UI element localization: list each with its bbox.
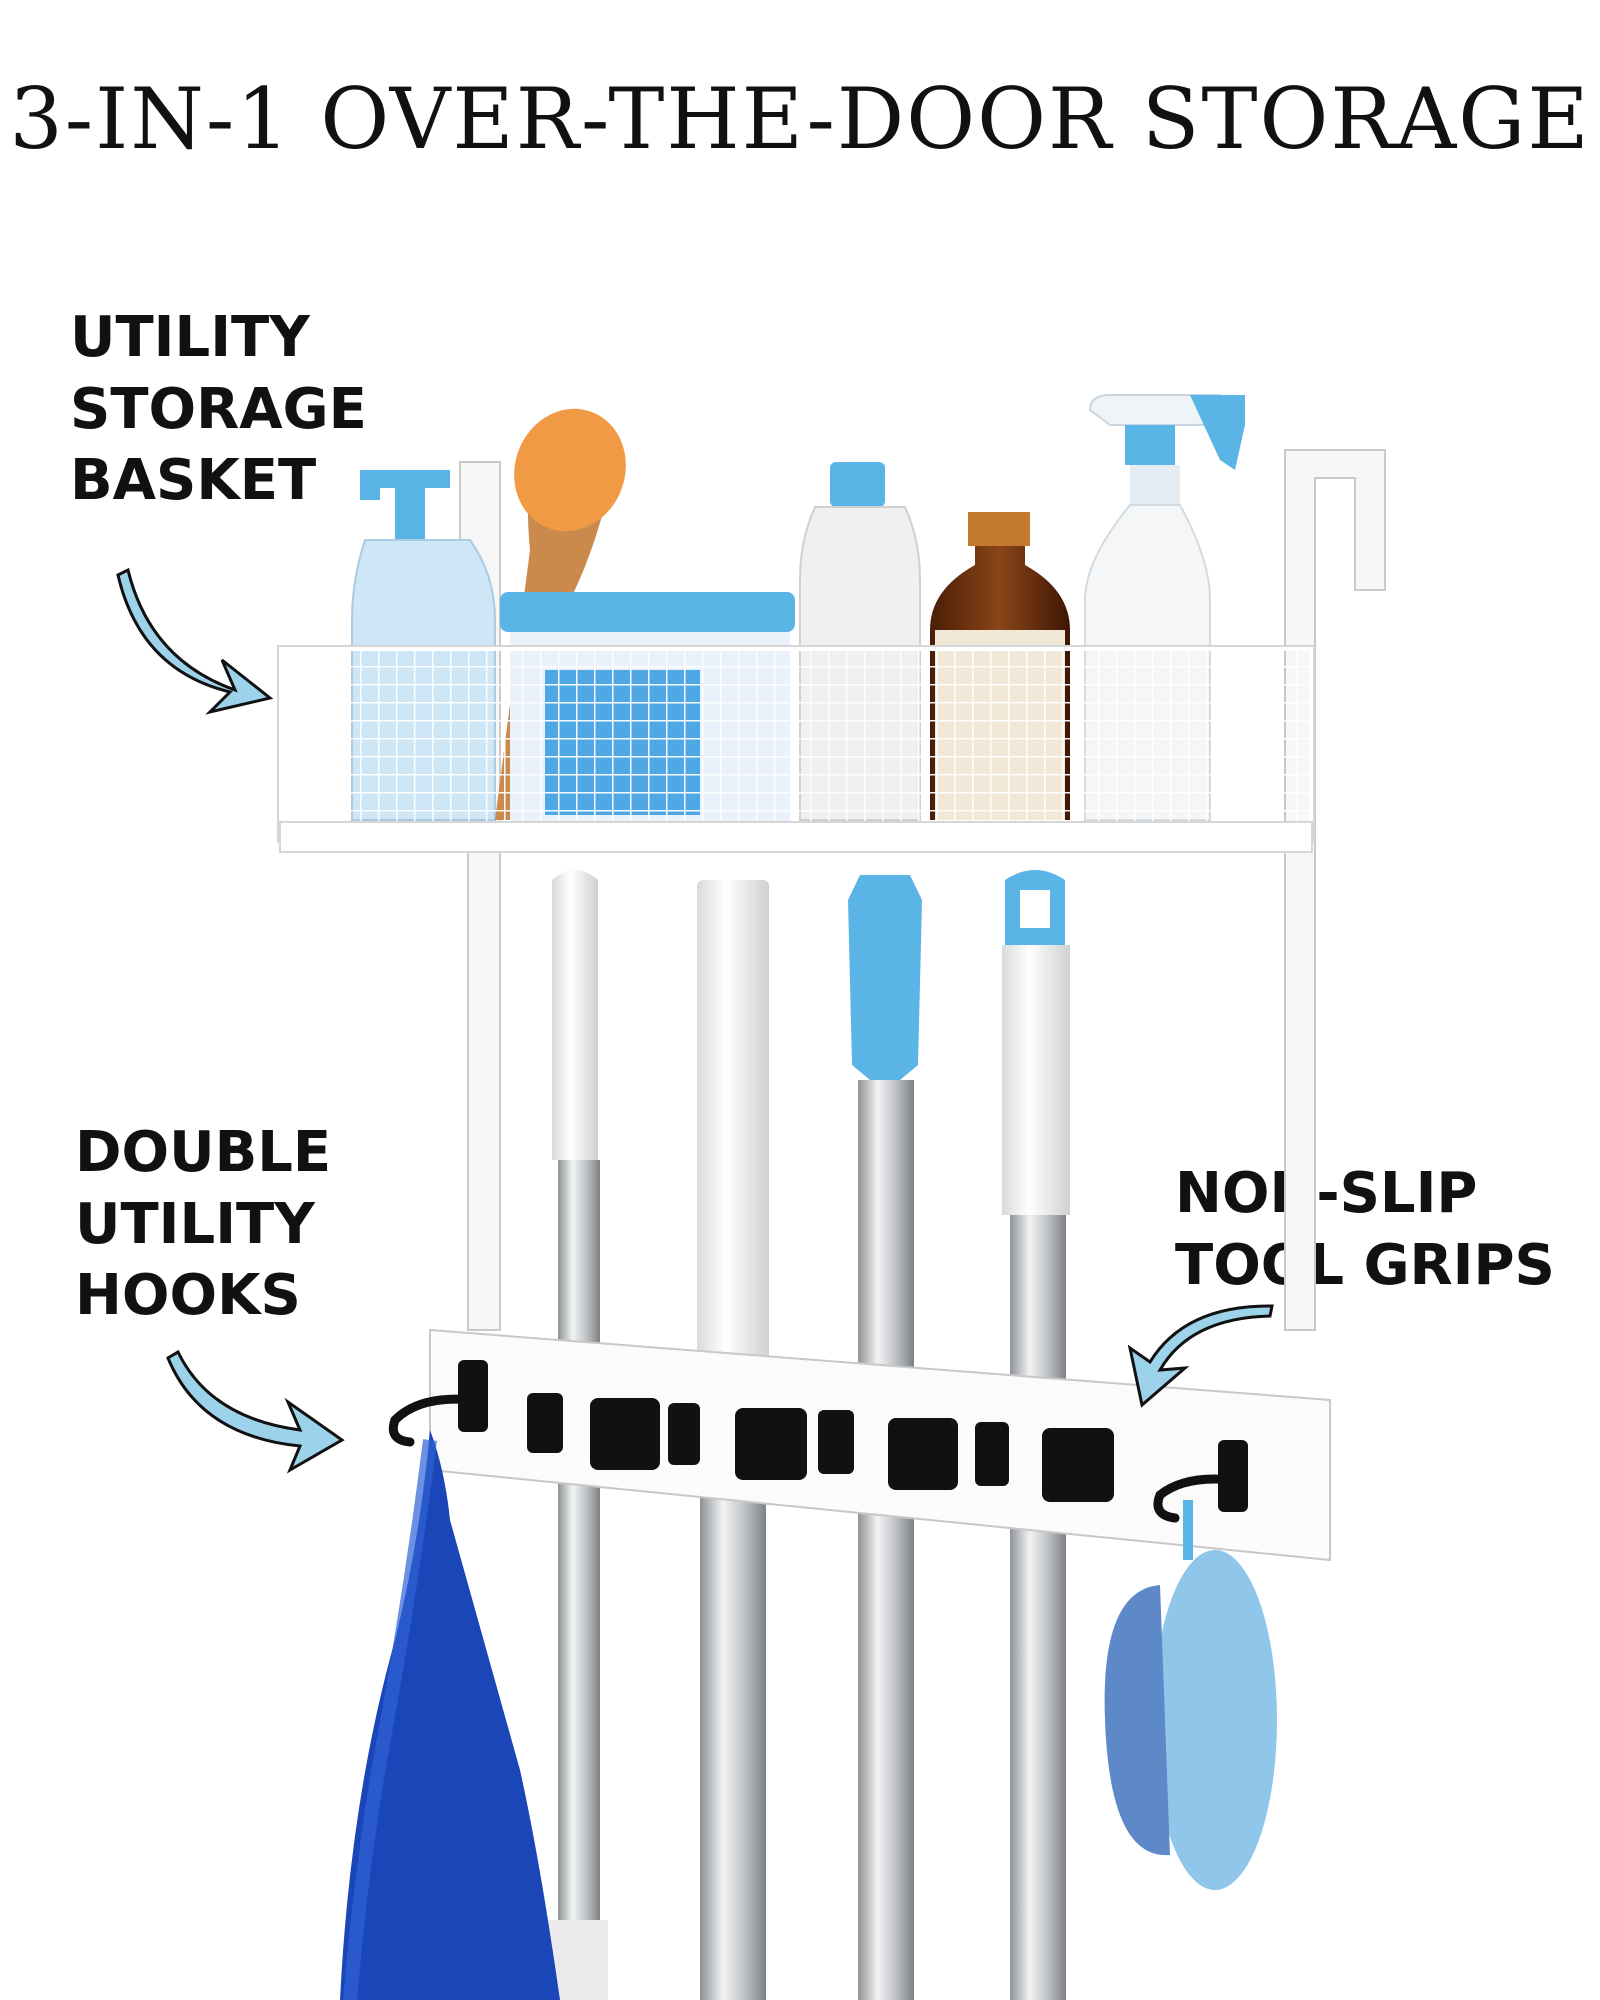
- grip-clip: [818, 1410, 958, 1490]
- hooks-callout-label: DOUBLE UTILITY HOOKS: [75, 1120, 332, 1329]
- blue-scrub-brush: [1104, 1500, 1277, 1890]
- grip-clip: [527, 1393, 660, 1470]
- blue-loop-handle: [1002, 870, 1070, 2000]
- page-title: 3-IN-1 OVER-THE-DOOR STORAGE: [9, 70, 1591, 168]
- left-double-hook: [388, 1360, 488, 1447]
- tool-rail: [429, 1328, 1331, 1562]
- grip-clip: [975, 1422, 1114, 1502]
- tool-grips: [527, 1393, 1114, 1502]
- right-double-hook: [1153, 1440, 1248, 1523]
- grip-clip: [668, 1403, 807, 1480]
- blue-handle-broom: [848, 875, 922, 2000]
- hooks-callout-arrow: [166, 1349, 345, 1474]
- grips-callout-arrow: [1127, 1304, 1274, 1408]
- blue-towel: [340, 1430, 560, 2000]
- basket-callout-arrow: [116, 567, 274, 715]
- basket-callout-label: UTILITY STORAGE BASKET: [70, 305, 367, 514]
- wire-storage-basket: [277, 645, 1315, 853]
- mop-handle-white-tip: [548, 870, 608, 2000]
